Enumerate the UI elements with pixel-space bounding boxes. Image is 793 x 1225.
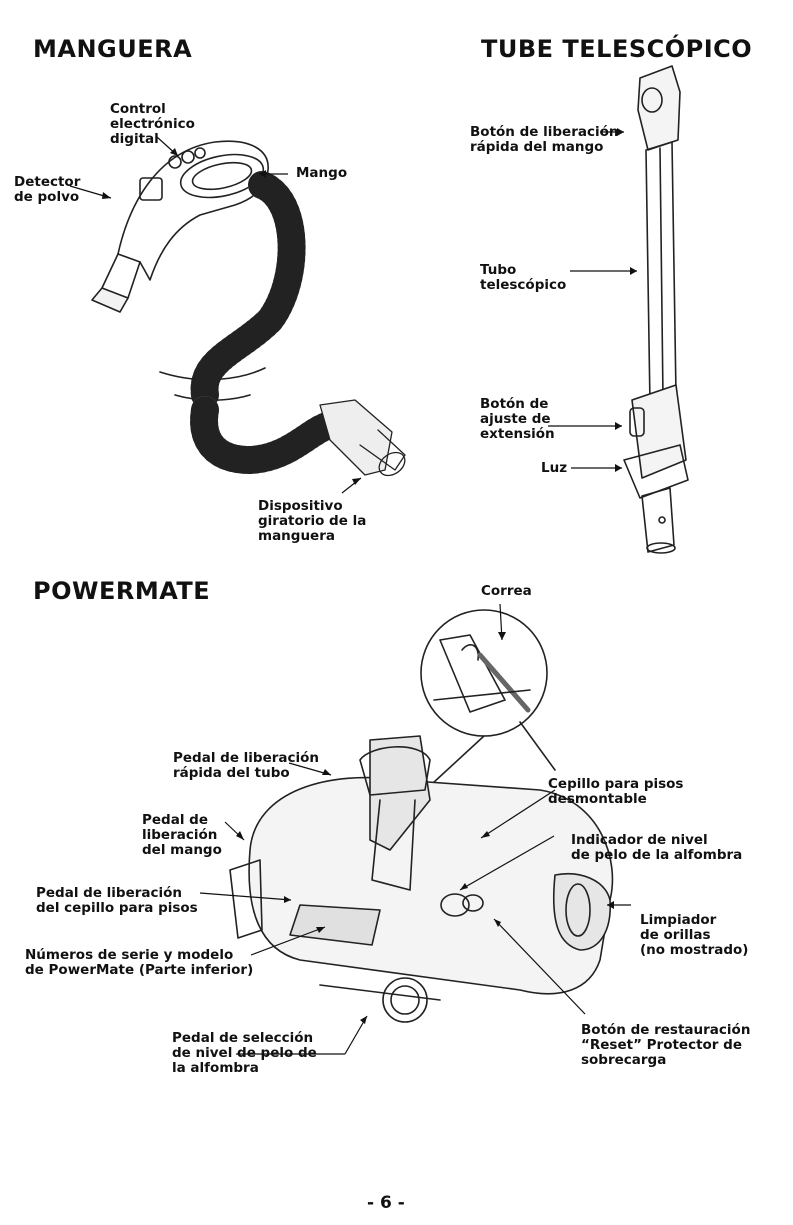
label-mango: Mango: [296, 165, 348, 181]
heading-manguera: MANGUERA: [33, 35, 193, 63]
label-correa: Correa: [481, 583, 532, 599]
flexible-hose-illustration: [159, 171, 406, 477]
label-boton-restauracion-reset: Botón de restauración“Reset” Protector d…: [581, 1022, 751, 1068]
heading-tube-telescopico: TUBE TELESCÓPICO: [481, 35, 753, 63]
belt-zoom-illustration: [419, 609, 556, 796]
page-number: - 6 -: [367, 1193, 405, 1213]
heading-powermate: POWERMATE: [33, 577, 211, 605]
hose-handle-illustration: [91, 140, 269, 313]
telescopic-wand-illustration: [623, 65, 689, 554]
label-luz: Luz: [541, 460, 568, 476]
